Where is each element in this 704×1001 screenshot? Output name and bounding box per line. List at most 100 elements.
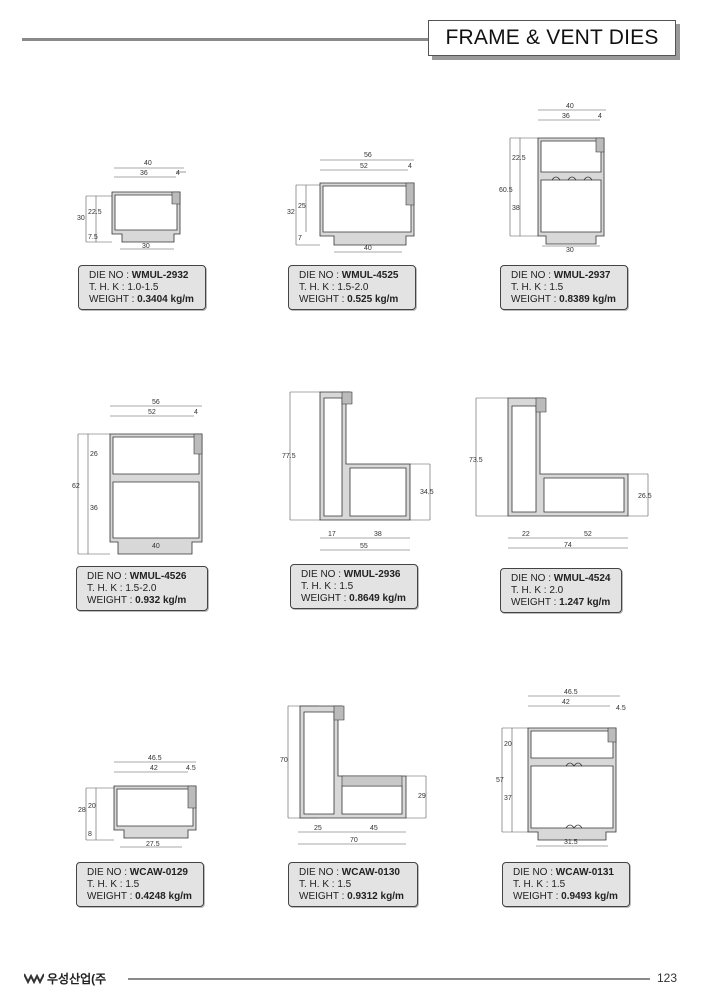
dim-label: 37: [504, 795, 512, 802]
dim-label: 52: [360, 163, 368, 170]
die-info-box: DIE NO : WMUL-4524 T. H. K : 2.0 WEIGHT …: [500, 568, 622, 613]
die-number: WMUL-4524: [553, 573, 611, 584]
die-thickness: 1.5-2.0: [125, 583, 157, 594]
die-thickness: 1.5: [339, 581, 354, 592]
dim-label: 22: [522, 531, 530, 538]
dim-label: 7.5: [88, 234, 98, 241]
profile-shape: [507, 397, 629, 517]
die-thickness: 1.5: [549, 282, 564, 293]
dim-label: 74: [564, 542, 572, 549]
die-item-wmul-2937: 40 36 4 22.5 60.5 38 30 DIE NO : WMUL-29…: [496, 100, 636, 315]
die-weight: 0.4248 kg/m: [135, 891, 192, 902]
dim-label: 62: [72, 483, 80, 490]
dim-label: 56: [364, 152, 372, 159]
dim-label: 25: [314, 825, 322, 832]
dim-label: 52: [584, 531, 592, 538]
dim-label: 70: [280, 757, 288, 764]
die-thickness: 1.5: [551, 879, 566, 890]
die-thickness: 1.5: [125, 879, 140, 890]
die-info-box: DIE NO : WMUL-2937 T. H. K : 1.5 WEIGHT …: [500, 265, 628, 310]
profile-drawing: 70 29 25 45 70: [280, 705, 427, 845]
die-number: WCAW-0131: [555, 867, 614, 878]
die-number: WMUL-2937: [553, 270, 611, 281]
die-item-wcaw-0131: 46.5 42 4.5 57 20 37 31.5 DIE NO : WCAW-…: [496, 688, 646, 910]
die-weight: 0.9493 kg/m: [561, 891, 618, 902]
die-weight: 1.247 kg/m: [559, 597, 611, 608]
die-info-box: DIE NO : WMUL-4525 T. H. K : 1.5-2.0 WEI…: [288, 265, 416, 310]
die-item-wmul-4526: 56 52 4 62 26 36 40 DIE NO : WMUL-4526 T…: [72, 398, 217, 618]
profile-drawing: 46.5 42 4.5 57 20 37 31.5: [496, 689, 626, 847]
profile-shape: [527, 727, 617, 841]
dim-label: 45: [370, 825, 378, 832]
die-number: WMUL-4525: [341, 270, 399, 281]
dim-label: 77.5: [282, 453, 296, 460]
dim-label: 36: [562, 113, 570, 120]
dim-label: 38: [512, 205, 520, 212]
dim-label: 57: [496, 777, 504, 784]
dim-label: 40: [364, 245, 372, 252]
die-info-box: DIE NO : WMUL-2932 T. H. K : 1.0-1.5 WEI…: [78, 265, 206, 310]
die-info-box: DIE NO : WCAW-0130 T. H. K : 1.5 WEIGHT …: [288, 862, 418, 907]
company-logo-icon: [24, 973, 44, 984]
page-title: FRAME & VENT DIES: [428, 20, 676, 56]
dim-label: 4.5: [186, 765, 196, 772]
dim-label: 22.5: [512, 155, 526, 162]
profile-drawing: 77.5 34.5 17 38 55: [282, 391, 434, 551]
dim-label: 27.5: [146, 841, 160, 848]
dim-label: 30: [566, 247, 574, 254]
dim-label: 8: [88, 831, 92, 838]
die-item-wmul-4525: 56 52 4 32 25 7 40 DIE NO : WMUL-4525 T.…: [282, 150, 422, 315]
die-thickness: 1.0-1.5: [127, 282, 159, 293]
profile-drawing: 56 52 4 62 26 36 40: [72, 399, 203, 555]
dim-label: 25: [298, 203, 306, 210]
dim-label: 32: [287, 209, 295, 216]
profile-drawing: 40 36 4 30 22.5 7.5 30: [77, 160, 186, 250]
dim-label: 30: [142, 243, 150, 250]
dim-label: 52: [148, 409, 156, 416]
company-name: 우성산업(주: [47, 971, 107, 986]
profile-shape: [537, 137, 605, 245]
footer-rule: [128, 978, 650, 980]
profile-drawing: 73.5 26.5 22 52 74: [469, 397, 652, 549]
die-number: WCAW-0129: [129, 867, 188, 878]
profile-drawing: 40 36 4 22.5 60.5 38 30: [499, 103, 606, 254]
dim-label: 36: [90, 505, 98, 512]
dim-label: 4.5: [616, 705, 626, 712]
dim-label: 20: [88, 803, 96, 810]
die-item-wmul-2936: 77.5 34.5 17 38 55 DIE NO : WMUL-2936 T.…: [280, 388, 440, 616]
dim-label: 31.5: [564, 839, 578, 846]
dim-label: 56: [152, 399, 160, 406]
profile-shape: [113, 785, 197, 839]
dim-label: 36: [140, 170, 148, 177]
dim-label: 17: [328, 531, 336, 538]
die-info-box: DIE NO : WCAW-0131 T. H. K : 1.5 WEIGHT …: [502, 862, 630, 907]
dim-label: 4: [194, 409, 198, 416]
die-weight: 0.932 kg/m: [135, 595, 187, 606]
page-number: 123: [657, 971, 678, 985]
dim-label: 7: [298, 235, 302, 242]
die-info-box: DIE NO : WMUL-4526 T. H. K : 1.5-2.0 WEI…: [76, 566, 208, 611]
die-item-wmul-2932: 40 36 4 30 22.5 7.5 30 DIE NO : WMUL-293…: [72, 150, 212, 315]
dim-label: 38: [374, 531, 382, 538]
profile-drawing: 56 52 4 32 25 7 40: [287, 152, 415, 253]
dim-label: 34.5: [420, 489, 434, 496]
profile-shape: [299, 705, 407, 819]
dim-label: 40: [152, 543, 160, 550]
dim-label: 40: [144, 160, 152, 167]
profile-shape: [319, 182, 415, 246]
profile-shape: [111, 191, 181, 243]
die-weight: 0.8649 kg/m: [349, 593, 406, 604]
dim-label: 28: [78, 807, 86, 814]
dim-label: 42: [562, 699, 570, 706]
dim-label: 4: [176, 170, 180, 177]
dim-label: 73.5: [469, 457, 483, 464]
dim-label: 4: [598, 113, 602, 120]
die-item-wcaw-0130: 70 29 25 45 70 DIE NO : WCAW-0130 T. H. …: [280, 700, 440, 910]
die-info-box: DIE NO : WMUL-2936 T. H. K : 1.5 WEIGHT …: [290, 564, 418, 609]
profile-shape: [109, 433, 203, 555]
dim-label: 40: [566, 103, 574, 110]
dim-label: 46.5: [148, 755, 162, 762]
die-thickness: 1.5-2.0: [337, 282, 369, 293]
die-weight: 0.525 kg/m: [347, 294, 399, 305]
dim-label: 42: [150, 765, 158, 772]
